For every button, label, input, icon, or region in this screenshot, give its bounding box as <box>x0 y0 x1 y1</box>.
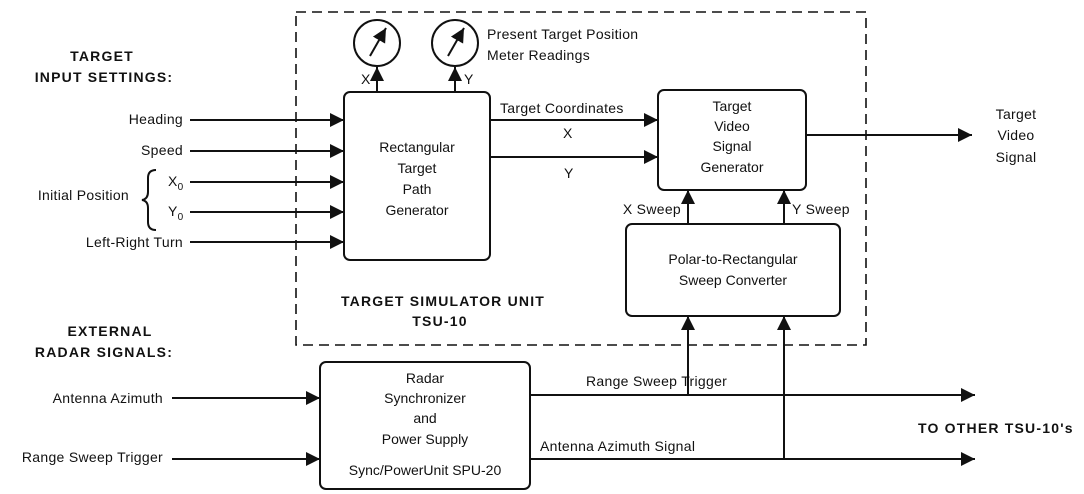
path-generator-line4: Generator <box>385 202 448 218</box>
target-input-header-line1: TARGET <box>70 48 134 64</box>
meter-caption-line1: Present Target Position <box>487 26 638 42</box>
range-sweep-out-label: Range Sweep Trigger <box>586 373 727 389</box>
simulator-unit-boundary <box>295 11 867 346</box>
video-generator-line1: Target <box>713 98 752 114</box>
target-video-line2: Video <box>997 127 1034 143</box>
path-generator-line2: Target <box>398 160 437 176</box>
speed-label: Speed <box>141 142 183 158</box>
left-right-turn-label: Left-Right Turn <box>86 234 183 250</box>
sweep-converter-block <box>625 223 841 317</box>
synchronizer-block <box>319 361 531 490</box>
video-generator-line3: Signal <box>713 138 752 154</box>
meter-caption-line2: Meter Readings <box>487 47 590 63</box>
simulator-unit-title: TARGET SIMULATOR UNIT <box>341 293 545 309</box>
x-sweep-label: X Sweep <box>623 201 681 217</box>
x0-label: X0 <box>168 173 184 193</box>
path-generator-block <box>343 91 491 261</box>
initial-position-label: Initial Position <box>38 187 129 203</box>
meter-y-label: Y <box>464 71 474 87</box>
target-input-header-line2: INPUT SETTINGS: <box>35 69 174 85</box>
sweep-converter-line2: Sweep Converter <box>679 272 788 288</box>
target-coordinates-label: Target Coordinates <box>500 100 624 116</box>
antenna-azimuth-label: Antenna Azimuth <box>53 390 163 406</box>
target-video-line3: Signal <box>996 149 1037 165</box>
initial-position-brace <box>141 169 157 231</box>
heading-label: Heading <box>129 111 183 127</box>
sweep-converter-line1: Polar-to-Rectangular <box>668 251 798 267</box>
synchronizer-unit-label: Sync/PowerUnit SPU-20 <box>349 462 502 478</box>
y0-label: Y0 <box>168 203 184 223</box>
synchronizer-line1: Radar <box>406 370 444 386</box>
meter-y-needle <box>447 27 465 57</box>
range-sweep-trigger-label: Range Sweep Trigger <box>22 449 163 465</box>
antenna-azimuth-out-label: Antenna Azimuth Signal <box>540 438 695 454</box>
video-generator-line2: Video <box>714 118 750 134</box>
meter-x-label: X <box>361 71 371 87</box>
coord-y-label: Y <box>564 165 574 181</box>
external-header-line1: EXTERNAL <box>67 323 152 339</box>
synchronizer-line3: and <box>413 410 436 426</box>
simulator-unit-model: TSU-10 <box>412 313 467 329</box>
target-video-line1: Target <box>996 106 1037 122</box>
path-generator-line3: Path <box>403 181 432 197</box>
video-generator-line4: Generator <box>700 159 763 175</box>
synchronizer-line2: Synchronizer <box>384 390 466 406</box>
path-generator-line1: Rectangular <box>379 139 455 155</box>
to-other-units-label: TO OTHER TSU-10's <box>918 420 1074 436</box>
coord-x-label: X <box>563 125 573 141</box>
video-generator-block <box>657 89 807 191</box>
synchronizer-line4: Power Supply <box>382 431 468 447</box>
meter-x-needle <box>369 27 387 57</box>
y-sweep-label: Y Sweep <box>792 201 850 217</box>
external-header-line2: RADAR SIGNALS: <box>35 344 173 360</box>
